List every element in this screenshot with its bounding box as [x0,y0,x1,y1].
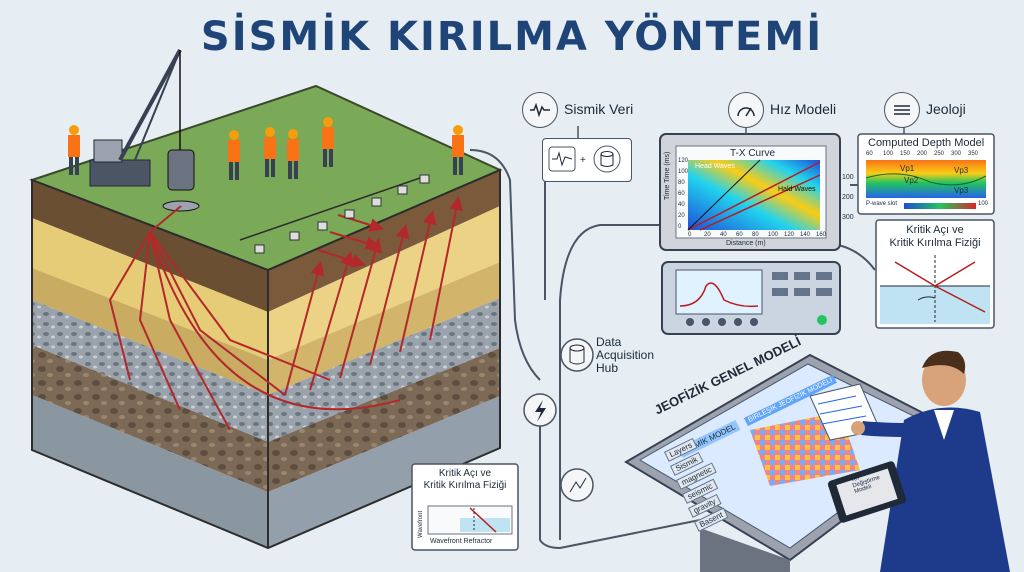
tx-x-tick-5: 100 [768,232,779,238]
tx-y-tick-3: 60 [678,191,685,197]
tx-head-waves: Head Waves [695,163,735,170]
depth-x-tick-6: 350 [968,151,979,157]
legend-label-velocity-model: Hız Modeli [770,101,837,117]
depth-model-title: Computed Depth Model [868,137,985,149]
tx-y-tick-6: 0 [678,224,682,230]
depth-x-tick-4: 250 [934,151,945,157]
tx-y-tick-1: 100 [678,169,689,175]
colorbar-max: 100 [978,201,989,207]
depth-x-tick-3: 200 [917,151,928,157]
gauge-icon [728,92,764,128]
tx-x-tick-6: 120 [784,232,795,238]
depth-x-tick-1: 100 [883,151,894,157]
tx-y-tick-0: 120 [678,158,689,164]
tx-x-tick-2: 40 [720,232,727,238]
colorbar-label: P-wave slot [866,201,898,207]
tx-right-tick-2: 300 [842,214,854,221]
depth-x-tick-5: 300 [951,151,962,157]
depth-x-tick-2: 150 [900,151,911,157]
legend-label-seismic-data: Sismik Veri [564,101,634,117]
tx-ylabel: Time Time (ms) [664,151,671,200]
tx-x-tick-7: 140 [800,232,811,238]
database-icon [560,338,594,372]
tx-x-tick-4: 80 [752,232,759,238]
depth-x-tick-0: 60 [866,151,873,157]
tx-y-tick-5: 20 [678,213,685,219]
crane-rig [89,49,200,233]
tx-curve-title: T-X Curve [730,148,776,159]
legend-label-geology: Jeoloji [926,101,966,117]
critical-angle-hlabel: Wavefront Refractor [430,538,493,545]
tx-hald-waves: Hald Waves [778,186,816,193]
geophone-array [239,174,430,254]
critical-angle-panel-bottom [411,463,519,551]
critical-angle-panel-right [875,219,995,329]
tx-x-tick-3: 60 [736,232,743,238]
analyst-person [827,350,1010,572]
earth-block [29,84,503,550]
svg-text:+: + [580,155,586,166]
tx-curve-monitor [659,133,841,251]
tx-right-tick-1: 200 [842,194,854,201]
layers-icon [884,92,920,128]
chart-icon [560,468,594,502]
tx-x-tick-8: 160 [816,232,827,238]
depth-label-vp3a: Vp3 [954,166,969,175]
data-icon-card: + [542,138,632,182]
depth-model-panel [857,133,995,215]
depth-label-vp2: Vp2 [904,176,919,185]
page-title: SİSMİK KIRILMA YÖNTEMİ [200,14,824,60]
data-cables [469,149,876,550]
depth-label-vp3b: Vp3 [954,186,969,195]
critical-angle-bottom-title: Kritik Açı ve Kritik Kırılma Fiziği [423,468,507,491]
waveform-icon [522,92,558,128]
tx-y-tick-4: 40 [678,202,685,208]
seismic-rays [108,196,463,431]
critical-angle-right-title: Kritik Açı ve Kritik Kırılma Fiziği [889,224,981,249]
field-workers [68,117,464,180]
depth-label-vp1: Vp1 [900,164,915,173]
tx-y-tick-2: 80 [678,180,685,186]
hub-label: Data Acquisition Hub [596,335,655,375]
tx-x-tick-0: 0 [688,232,692,238]
tx-x-tick-1: 20 [704,232,711,238]
tx-xlabel: Distance (m) [726,240,766,247]
acquisition-unit [661,261,841,335]
tx-right-tick-0: 100 [842,174,854,181]
critical-angle-vlabel: Wavefront [418,510,424,538]
